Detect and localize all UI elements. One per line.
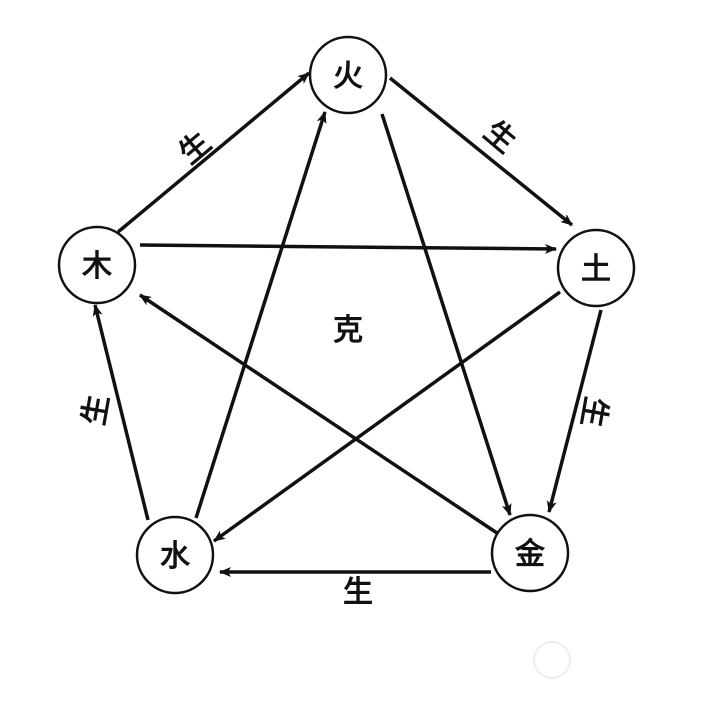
node-metal: 金 [490, 513, 570, 593]
node-water-label: 水 [160, 539, 191, 574]
label-generate-earth-metal: 生 [574, 394, 614, 430]
arrow-earth-to-metal [546, 309, 603, 513]
label-control: 克 [333, 313, 363, 348]
arrow-water-to-wood [92, 304, 150, 521]
label-generate-water-wood: 生 [77, 392, 117, 428]
node-fire: 火 [308, 35, 388, 115]
node-wood-label: 木 [81, 249, 112, 284]
arrow-wood-to-earth [139, 243, 557, 254]
node-earth: 土 [556, 228, 636, 308]
node-wood: 木 [57, 225, 137, 305]
watermark-icon [533, 641, 571, 679]
label-generate-metal-water: 生 [343, 575, 373, 610]
label-generate-wood-fire: 生 [173, 125, 218, 171]
arrow-metal-to-wood [139, 293, 501, 537]
node-water: 水 [135, 515, 215, 595]
arrow-wood-to-fire [116, 71, 311, 234]
node-metal-label: 金 [514, 537, 546, 572]
node-fire-label: 火 [333, 59, 363, 94]
arrow-fire-to-metal [380, 113, 512, 516]
node-earth-label: 土 [581, 252, 611, 287]
arrow-fire-to-earth [388, 76, 574, 227]
arrow-water-to-fire [194, 111, 327, 519]
arrow-earth-to-water [212, 290, 562, 543]
